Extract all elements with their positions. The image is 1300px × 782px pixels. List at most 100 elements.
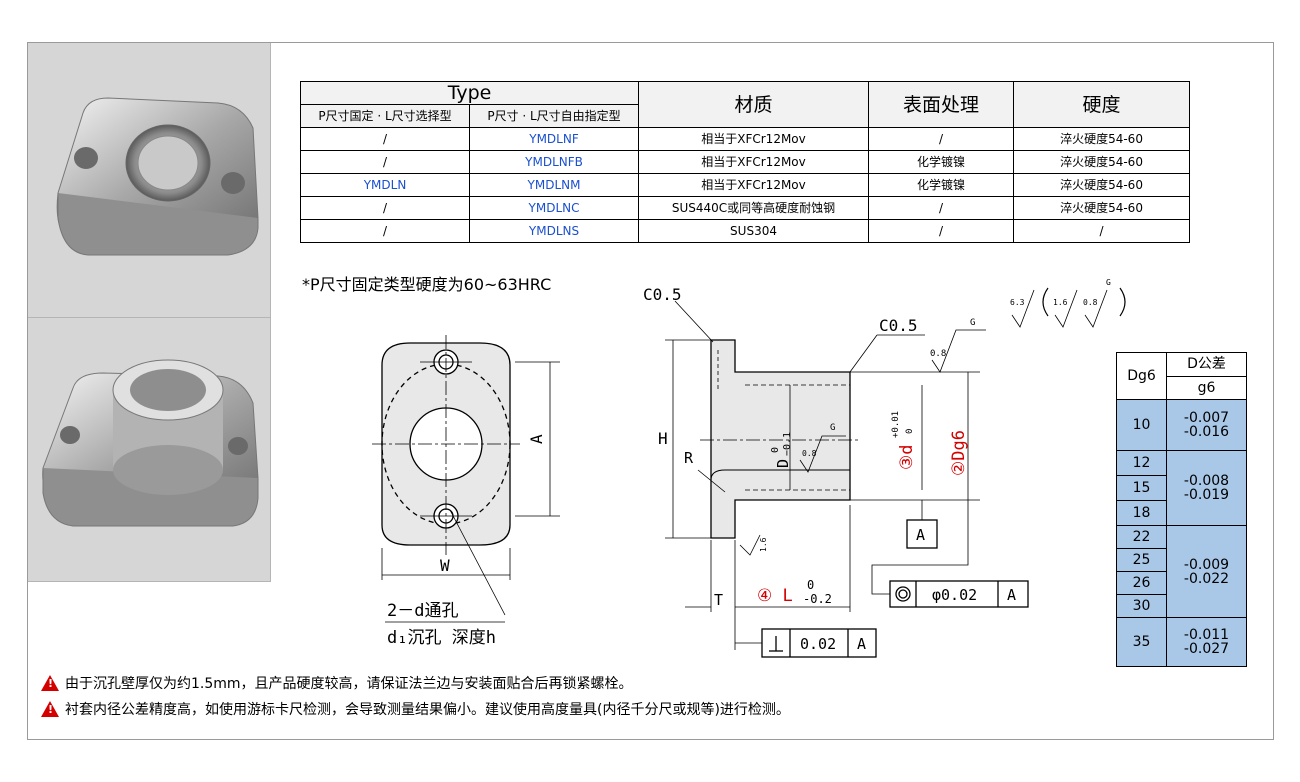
product-photo-top [28, 43, 270, 318]
dim-3d-label: ③d [897, 445, 917, 470]
product-photo-bottom [28, 318, 270, 581]
cell-size: 18 [1116, 500, 1167, 526]
cell-material: 相当于XFCr12Mov [638, 127, 870, 151]
tol-upper: -0.009 [1183, 556, 1230, 573]
cell-fixed[interactable]: YMDLN [300, 173, 470, 197]
content-frame [27, 42, 1274, 740]
cell-tolerance: -0.011-0.027 [1166, 617, 1247, 667]
roughness-16-label: 1.6 [759, 537, 768, 552]
chamfer-label-1: C0.5 [643, 285, 682, 304]
tol-upper: -0.008 [1183, 473, 1230, 489]
warning-text: 衬套内径公差精度高，如使用游标卡尺检测，会导致测量结果偏小。建议使用高度量具(内… [65, 702, 790, 718]
tol-lower: -0.027 [1183, 641, 1230, 657]
roughness-08-label: 0.8 [930, 349, 946, 359]
cell-size: 10 [1116, 399, 1167, 451]
side-view [665, 287, 1126, 658]
cell-hardness: 淬火硬度54-60 [1013, 127, 1191, 151]
warning-icon: ! [41, 675, 59, 691]
d-tol-header: D公差 [1166, 352, 1247, 377]
table-row: / YMDLNF 相当于XFCr12Mov / 淬火硬度54-60 [300, 127, 1191, 151]
cell-surface: 化学镀镍 [868, 150, 1015, 174]
free-type-header: P尺寸 · L尺寸自由指定型 [468, 104, 640, 128]
cell-hardness: 淬火硬度54-60 [1013, 173, 1191, 197]
cell-part-number[interactable]: YMDLNS [468, 219, 640, 243]
dg6-header: Dg6 [1116, 352, 1167, 400]
roughness-63-label: 6.3 [1010, 298, 1025, 307]
hardness-note: *P尺寸固定类型硬度为60~63HRC [302, 275, 552, 294]
roughness-g-label: G [970, 318, 975, 328]
cell-hardness: 淬火硬度54-60 [1013, 150, 1191, 174]
chamfer-label-2: C0.5 [879, 316, 918, 335]
cell-size: 35 [1116, 617, 1167, 667]
dim-3d-tol-upper: +0.01 [891, 411, 901, 438]
roughness-16-label-2: 1.6 [1053, 298, 1068, 307]
dim-l-tol-upper: 0 [807, 578, 814, 592]
dim-r-label: R [684, 449, 694, 467]
warning-counterbore: ! 由于沉孔壁厚仅为约1.5mm，且产品硬度较高，请保证法兰边与安装面贴合后再锁… [41, 673, 633, 693]
hole-note-2: d₁沉孔 深度h [387, 628, 496, 648]
cell-hardness: / [1013, 219, 1191, 243]
cell-material: SUS304 [638, 219, 870, 243]
table-row: 22 -0.009-0.022 [1116, 525, 1247, 618]
dim-w-label: W [440, 556, 450, 575]
dim-dg6-label: ②Dg6 [949, 430, 969, 476]
warning-text: 由于沉孔壁厚仅为约1.5mm，且产品硬度较高，请保证法兰边与安装面贴合后再锁紧螺… [65, 676, 633, 692]
cell-tolerance: -0.009-0.022 [1166, 525, 1247, 618]
cell-size: 12 [1116, 450, 1167, 476]
table-row: / YMDLNFB 相当于XFCr12Mov 化学镀镍 淬火硬度54-60 [300, 150, 1191, 174]
tol-upper: -0.011 [1183, 627, 1230, 643]
roughness-g-label-3: G [1106, 278, 1111, 287]
dim-3d-tol-lower: 0 [905, 429, 915, 434]
cell-material: SUS440C或同等高硬度耐蚀钢 [638, 196, 870, 220]
table-row: 35 -0.011-0.027 [1116, 617, 1247, 667]
table-row: 15 [1116, 475, 1247, 501]
material-header: 材质 [638, 81, 870, 128]
table-row: / YMDLNS SUS304 / / [300, 219, 1191, 243]
concentricity-value: φ0.02 [932, 586, 977, 604]
fixed-type-header: P尺寸国定 · L尺寸选择型 [300, 104, 470, 128]
cell-size: 25 [1116, 548, 1167, 572]
dim-d-tol-upper: 0 [770, 447, 781, 453]
surface-header: 表面处理 [868, 81, 1015, 128]
warning-icon: ! [41, 701, 59, 717]
cell-tolerance: -0.008-0.019 [1166, 450, 1247, 526]
table-row: 18 [1116, 500, 1247, 526]
datum-a-label: A [916, 526, 925, 544]
cell-surface: / [868, 196, 1015, 220]
table-row: YMDLN YMDLNM 相当于XFCr12Mov 化学镀镍 淬火硬度54-60 [300, 173, 1191, 197]
hole-note-1: 2－d通孔 [387, 601, 458, 621]
cell-fixed: / [300, 127, 470, 151]
cell-size: 26 [1116, 571, 1167, 595]
cell-size: 15 [1116, 475, 1167, 501]
perpendicularity-datum: A [857, 635, 866, 653]
warning-measurement: ! 衬套内径公差精度高，如使用游标卡尺检测，会导致测量结果偏小。建议使用高度量具… [41, 699, 790, 719]
dim-l-label: ④ L [757, 586, 793, 606]
dim-d-label: D [774, 459, 792, 468]
dim-t-label: T [714, 591, 723, 609]
cell-size: 22 [1116, 525, 1167, 549]
table-row: 10 -0.007-0.016 [1116, 399, 1247, 451]
cell-fixed: / [300, 219, 470, 243]
product-photo-column [28, 43, 271, 582]
table-row: 12 -0.008-0.019 [1116, 450, 1247, 526]
dim-d-tol-lower: −0.1 [782, 432, 793, 456]
cell-size: 30 [1116, 594, 1167, 618]
spec-table: Type 材质 表面处理 硬度 P尺寸国定 · L尺寸选择型 P尺寸 · L尺寸… [299, 81, 1191, 243]
tol-lower: -0.019 [1183, 487, 1230, 503]
front-view [372, 335, 560, 623]
type-header: Type [299, 81, 640, 105]
dim-a-label: A [527, 434, 546, 444]
roughness-08-label-3: 0.8 [1083, 298, 1098, 307]
perpendicularity-value: 0.02 [800, 635, 836, 653]
tol-lower: -0.022 [1183, 570, 1230, 587]
tol-upper: -0.007 [1183, 410, 1230, 426]
dim-h-label: H [658, 429, 668, 448]
cell-part-number[interactable]: YMDLNM [468, 173, 640, 197]
table-row: 30 [1116, 594, 1247, 618]
table-row: 26 [1116, 571, 1247, 595]
tolerance-table: Dg6 D公差 g6 10 -0.007-0.016 12 -0.008-0.0… [1116, 352, 1247, 667]
table-row: 25 [1116, 548, 1247, 572]
cell-surface: / [868, 219, 1015, 243]
roughness-08-label-2: 0.8 [802, 449, 817, 458]
